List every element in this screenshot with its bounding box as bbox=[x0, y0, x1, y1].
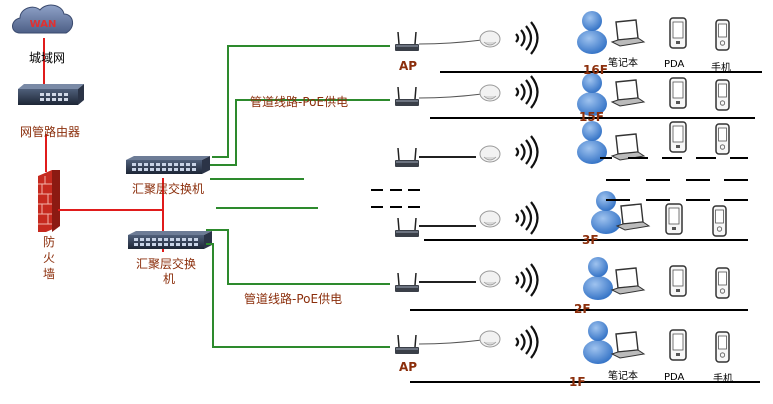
ap-icon bbox=[394, 147, 420, 168]
ap-icon bbox=[394, 31, 420, 52]
firewall-label-text: 防火墙 bbox=[42, 235, 55, 281]
floor-label-2f: 2F bbox=[574, 302, 591, 316]
firewall-label: 防火墙 bbox=[42, 234, 56, 282]
pda-label-top: PDA bbox=[664, 59, 685, 70]
link-top-label: 管道线路-PoE供电 bbox=[250, 95, 349, 109]
row-mid bbox=[394, 121, 730, 170]
ap-icon bbox=[394, 217, 420, 238]
ap-label-bottom: AP bbox=[399, 360, 418, 374]
floor-label-16f: 16F bbox=[583, 63, 608, 77]
red-links bbox=[43, 38, 164, 252]
ap-icon bbox=[394, 86, 420, 107]
wan-cloud-text: WAN bbox=[30, 19, 57, 30]
antenna-icon bbox=[479, 145, 501, 163]
link-bottom-label: 管道线路-PoE供电 bbox=[244, 292, 343, 306]
pda-icon bbox=[669, 265, 687, 297]
phone-icon bbox=[715, 331, 730, 363]
row-1f bbox=[394, 321, 730, 364]
green-links bbox=[206, 45, 390, 348]
person-icon bbox=[583, 321, 613, 364]
phone-label-top: 手机 bbox=[711, 63, 731, 74]
ap-icon bbox=[394, 272, 420, 293]
phone-icon bbox=[715, 267, 730, 299]
ap-label-top: AP bbox=[399, 59, 418, 73]
laptop-icon bbox=[611, 19, 645, 47]
wan-cloud-icon bbox=[12, 4, 73, 34]
antenna-icon bbox=[479, 270, 501, 288]
wifi-icon bbox=[514, 134, 539, 170]
laptop-icon bbox=[611, 267, 645, 295]
wifi-icon bbox=[514, 20, 539, 56]
phone-icon bbox=[715, 79, 730, 111]
wifi-icon bbox=[514, 324, 539, 360]
antenna-icon bbox=[479, 84, 501, 102]
laptop-icon bbox=[611, 331, 645, 359]
ap-icon bbox=[394, 334, 420, 355]
pda-icon bbox=[665, 203, 683, 235]
laptop-label-top: 笔记本 bbox=[608, 58, 638, 69]
laptop-icon bbox=[611, 79, 645, 107]
antenna-icon bbox=[479, 330, 501, 348]
wan-label: 城域网 bbox=[29, 51, 66, 65]
person-icon bbox=[583, 257, 613, 300]
firewall-icon bbox=[38, 170, 60, 232]
pda-icon bbox=[669, 329, 687, 361]
person-icon bbox=[577, 11, 607, 54]
laptop-label-bottom: 笔记本 bbox=[608, 371, 638, 382]
row-3f bbox=[394, 191, 727, 238]
wifi-icon bbox=[514, 74, 539, 110]
switch-bottom-label-1: 汇聚层交换 bbox=[136, 257, 197, 271]
laptop-icon bbox=[611, 133, 645, 161]
wifi-icon bbox=[514, 200, 539, 236]
switch-top-label: 汇聚层交换机 bbox=[132, 182, 205, 196]
floor-lines bbox=[410, 71, 762, 383]
pda-label-bottom: PDA bbox=[664, 372, 685, 383]
laptop-icon bbox=[616, 203, 650, 231]
switch-bottom-label-2: 机 bbox=[163, 272, 176, 286]
switch-bottom-icon bbox=[128, 231, 212, 249]
floor-label-1f: 1F bbox=[569, 375, 586, 389]
phone-icon bbox=[715, 19, 730, 51]
switch-top-icon bbox=[126, 156, 210, 174]
antenna-icon bbox=[479, 30, 501, 48]
pda-icon bbox=[669, 77, 687, 109]
row-16f bbox=[394, 11, 730, 56]
router-icon bbox=[18, 84, 84, 105]
person-icon bbox=[591, 191, 621, 234]
antenna-icon bbox=[479, 210, 501, 228]
phone-icon bbox=[712, 205, 727, 237]
pda-icon bbox=[669, 121, 687, 153]
router-label: 网管路由器 bbox=[20, 125, 81, 139]
phone-icon bbox=[715, 123, 730, 155]
row-2f bbox=[394, 257, 730, 300]
floor-label-3f: 3F bbox=[582, 233, 599, 247]
row-15f bbox=[394, 73, 730, 116]
floor-label-15f: 15F bbox=[579, 110, 604, 124]
pda-icon bbox=[669, 17, 687, 49]
wifi-icon bbox=[514, 262, 539, 298]
break-marks bbox=[371, 189, 420, 208]
phone-label-bottom: 手机 bbox=[713, 374, 733, 385]
